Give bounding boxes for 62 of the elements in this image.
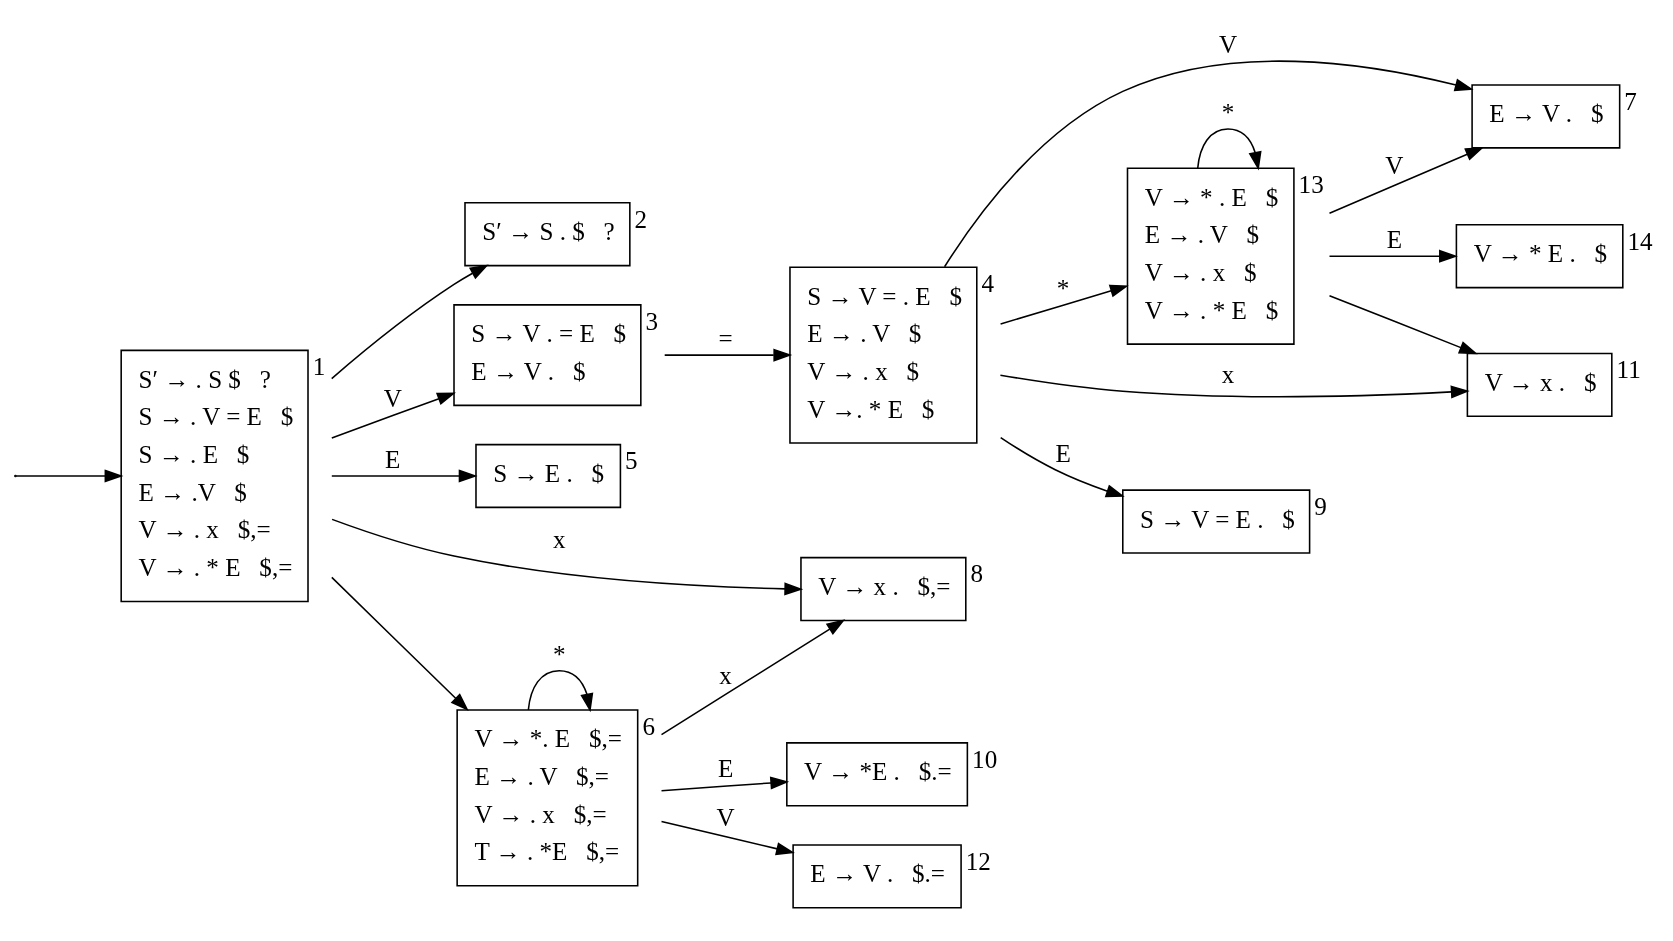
node-label: 12	[965, 847, 991, 875]
node-box: V → *E . $.=	[786, 742, 969, 807]
edge-label: x	[719, 662, 732, 690]
node-label: 5	[625, 447, 638, 475]
node-label: 10	[972, 745, 998, 773]
node-label: 13	[1298, 171, 1324, 199]
edge-label: *	[1221, 98, 1235, 126]
node-label: 3	[645, 307, 659, 335]
node-label: 14	[1627, 227, 1653, 255]
arrow	[660, 776, 790, 792]
node-label: 11	[1616, 356, 1641, 384]
node-box: S → V . = E $ E → V . $	[453, 304, 642, 407]
arrow	[1196, 128, 1262, 171]
node-box: S → V = E . $	[1122, 489, 1311, 554]
node-box: V → * E . $	[1455, 224, 1624, 289]
node-box: V → * . E $ E → . V $ V → . x $ V → . * E $	[1126, 167, 1295, 345]
node-box: V → x . $,=	[800, 556, 967, 622]
edge-label: E	[717, 755, 734, 783]
edge-label: =	[718, 324, 733, 352]
node-label: 7	[1624, 87, 1637, 115]
node-box: S′ → S . $ ?	[464, 202, 631, 267]
edge-label: x	[1221, 361, 1235, 389]
arrow	[15, 469, 124, 483]
arrow	[331, 576, 469, 712]
arrow	[663, 348, 793, 362]
node-box: E → V . $.=	[792, 844, 962, 909]
node-label: 8	[970, 560, 984, 588]
node-box: V → x . $	[1466, 352, 1613, 418]
arrow	[999, 284, 1129, 325]
arrow	[1328, 147, 1485, 215]
node-box: S → E . $	[475, 443, 622, 509]
arrow	[999, 436, 1125, 498]
node-label: 2	[634, 205, 648, 233]
arrow	[943, 60, 1474, 268]
node-box: S′ → . S $ ? S → . V = E $ S → . E $ E → .V $ V → . x $,= V → . * E $,=	[120, 349, 309, 603]
arrow	[1328, 294, 1478, 355]
arrow	[527, 669, 594, 713]
edge-label: E	[385, 445, 401, 473]
arrow	[330, 264, 489, 380]
edge-label: V	[1385, 152, 1404, 180]
edge-label: V	[716, 803, 735, 831]
edge-label: x	[552, 525, 566, 553]
edge-label: *	[552, 640, 566, 668]
arrow	[660, 619, 846, 736]
node-label: 6	[642, 712, 655, 740]
arrow	[660, 820, 795, 856]
arrow	[331, 518, 804, 596]
edge-label: V	[1218, 31, 1238, 59]
node-box: S → V = . E $ E → . V $ V → . x $ V →. * E $	[789, 266, 978, 444]
node-label: 1	[312, 353, 326, 381]
node-label: 4	[981, 270, 995, 297]
node-box: V → *. E $,= E → . V $,= V → . x $,= T → . *E $,=	[456, 709, 639, 887]
arrow	[1328, 249, 1458, 263]
arrow	[331, 392, 456, 439]
edge-label: E	[1386, 226, 1403, 254]
arrow	[999, 374, 1470, 399]
arrow	[331, 469, 478, 483]
edge-label: E	[1055, 439, 1071, 467]
node-label: 9	[1314, 492, 1327, 520]
edge-label: *	[1056, 274, 1070, 302]
node-box: E → V . $	[1471, 84, 1621, 149]
edge-label: V	[383, 384, 402, 412]
